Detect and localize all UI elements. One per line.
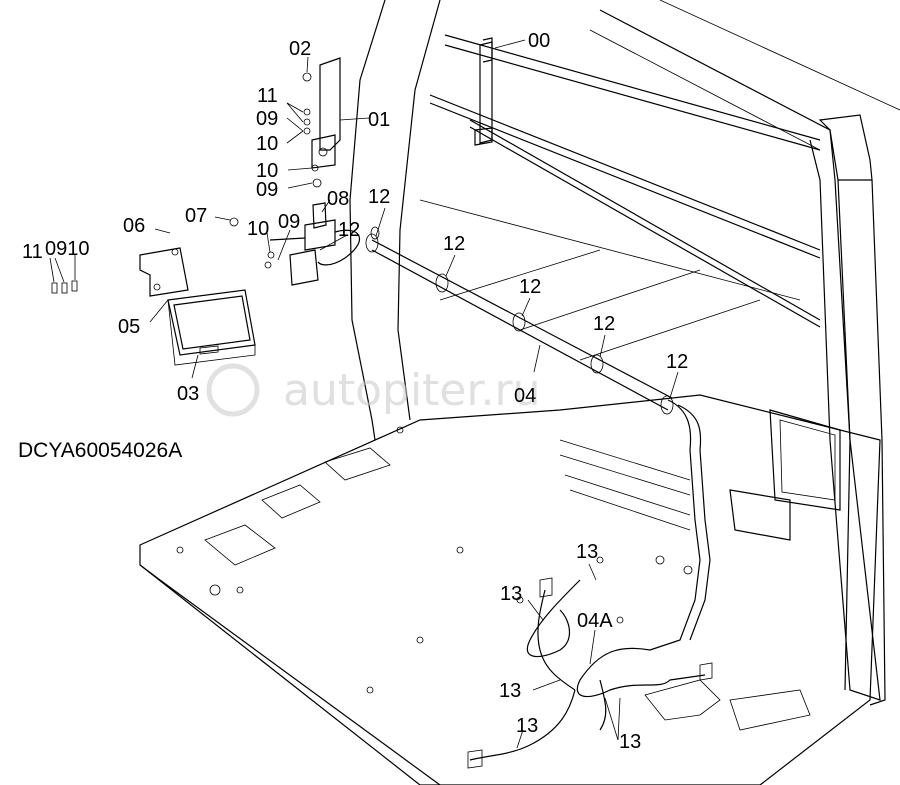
floor-plate [139, 394, 881, 785]
label-13: 13 [619, 731, 641, 753]
label-10: 10 [256, 133, 278, 155]
fasteners-left [51, 217, 275, 294]
watermark-text: autopiter.ru [283, 365, 541, 416]
label-09: 09 [256, 179, 278, 201]
label-02: 02 [289, 38, 311, 60]
label-12: 12 [443, 233, 465, 255]
harness-04 [365, 226, 711, 651]
harness-04a [467, 577, 713, 769]
label-11: 11 [22, 241, 43, 263]
bracket-05 [139, 247, 189, 297]
component-08 [269, 202, 360, 286]
label-06: 06 [123, 215, 145, 237]
label-12: 12 [519, 276, 541, 298]
label-12: 12 [368, 186, 390, 208]
label-00: 00 [528, 30, 550, 52]
label-10: 10 [256, 160, 278, 182]
label-12: 12 [338, 219, 360, 241]
window-rods [419, 34, 821, 361]
label-09: 09 [256, 108, 278, 130]
cab-frame [349, 0, 900, 706]
rear-wall-box [559, 409, 841, 541]
part-labels: 00 02 01 11 09 10 10 09 08 07 10 09 06 1… [22, 30, 688, 753]
label-11: 11 [257, 85, 278, 107]
label-12: 12 [593, 313, 615, 335]
label-01: 01 [368, 109, 390, 131]
label-07: 07 [185, 205, 207, 227]
bracket-01 [302, 57, 341, 188]
label-05: 05 [118, 316, 140, 338]
monitor-03 [167, 289, 256, 366]
label-12: 12 [666, 351, 688, 373]
label-0910: 0910 [45, 238, 90, 260]
label-03: 03 [177, 383, 199, 405]
drawing-code: DCYA60054026A [18, 439, 182, 462]
watermark: autopiter.ru [206, 363, 541, 417]
label-04a: 04A [577, 610, 613, 632]
label-13: 13 [576, 541, 598, 563]
label-13: 13 [516, 715, 538, 737]
label-13: 13 [500, 583, 522, 605]
label-09: 09 [278, 211, 300, 233]
label-08: 08 [327, 188, 349, 210]
label-13: 13 [499, 680, 521, 702]
leader-lines [49, 39, 679, 749]
label-04: 04 [514, 385, 536, 407]
label-10: 10 [247, 218, 269, 240]
bracket-00 [474, 37, 493, 146]
